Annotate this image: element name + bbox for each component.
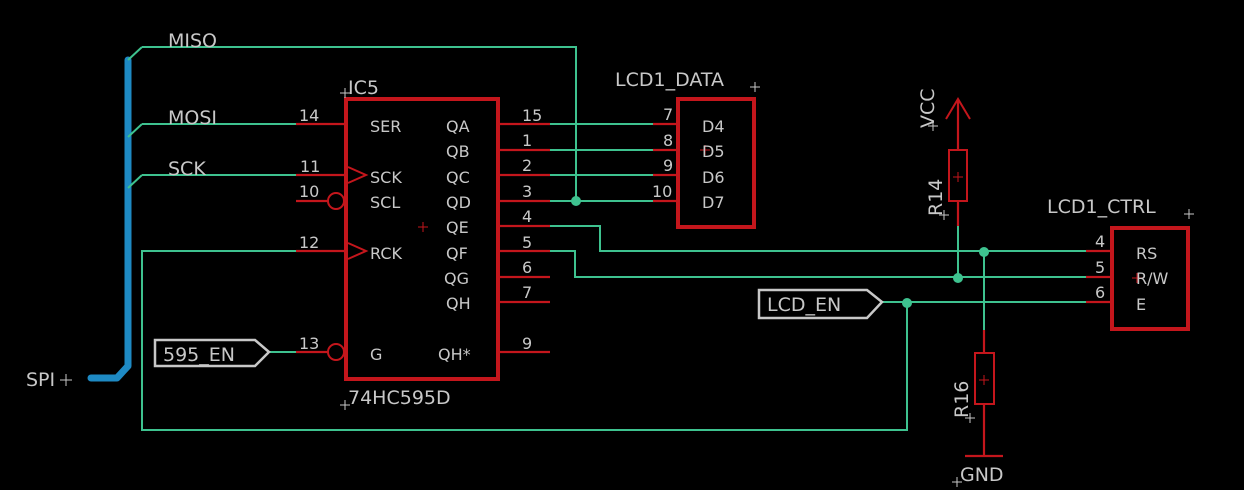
lcd1-data-pin-name-d4: D4 xyxy=(702,117,725,136)
lcd1-data-ref: LCD1_DATA xyxy=(615,69,724,91)
lcd1-data-pin-num-8: 8 xyxy=(663,131,673,150)
vcc-arrow-icon xyxy=(945,97,971,120)
gnd-label: GND xyxy=(960,464,1004,486)
ic5-pin-name-ser: SER xyxy=(370,117,401,136)
lcd1-ctrl-pin-num-4: 4 xyxy=(1095,232,1105,251)
lcd1-data-pin-name-d5: D5 xyxy=(702,142,725,161)
junction-lcd-en xyxy=(902,298,912,308)
net-label-595-en-text: 595_EN xyxy=(163,344,235,366)
lcd1-data-connector[interactable] xyxy=(653,97,756,229)
ic5-pin-num-1: 1 xyxy=(522,131,532,150)
ic5-pin-num-3: 3 xyxy=(522,182,532,201)
lcd1-data-pin-num-9: 9 xyxy=(663,156,673,175)
wire-qe-rs[interactable] xyxy=(550,225,1086,252)
ic5-pin-num-11: 11 xyxy=(300,157,320,176)
ic5-pin-num-12: 12 xyxy=(299,233,319,252)
ic5-pin-num-4: 4 xyxy=(522,207,532,226)
lcd1-data-pin-name-d6: D6 xyxy=(702,168,725,187)
lcd1-data-pin-num-7: 7 xyxy=(663,105,673,124)
lcd1-data-pin-num-10: 10 xyxy=(652,182,672,201)
junction-miso-qd xyxy=(571,196,581,206)
net-label-sck: SCK xyxy=(168,158,206,180)
ic5-pin-name-qb: QB xyxy=(446,142,470,161)
ic5-pin-num-2: 2 xyxy=(522,156,532,175)
lcd1-ctrl-pin-name-rw: R/W xyxy=(1136,269,1169,288)
ic5-pin-name-qc: QC xyxy=(446,168,470,187)
junction-rw-r14 xyxy=(953,273,963,283)
r16-ref-marker xyxy=(965,413,975,423)
ic5-pin-name-g: G xyxy=(370,345,382,364)
resistor-r16[interactable] xyxy=(974,330,995,456)
lcd1-data-pin-name-d7: D7 xyxy=(702,193,725,212)
ic5-ref: IC5 xyxy=(348,77,379,99)
vcc-marker xyxy=(928,121,938,131)
wire-qf-rw[interactable] xyxy=(550,250,1086,278)
ic5-pin-num-5: 5 xyxy=(522,233,532,252)
ic5-74hc595d[interactable] xyxy=(296,97,550,381)
ic5-pin-num-13: 13 xyxy=(299,334,319,353)
r14-ref-marker xyxy=(939,210,949,220)
lcd1-ctrl-pin-num-5: 5 xyxy=(1095,258,1105,277)
lcd1-data-ref-marker xyxy=(750,82,760,92)
resistor-r14[interactable] xyxy=(948,100,968,226)
ic5-pin-num-9: 9 xyxy=(522,334,532,353)
r14-ref: R14 xyxy=(925,179,947,216)
ic5-value: 74HC595D xyxy=(348,387,451,409)
vcc-label: VCC xyxy=(917,88,939,128)
lcd1-ctrl-ref: LCD1_CTRL xyxy=(1047,196,1156,218)
spi-bus[interactable] xyxy=(87,46,143,382)
ic5-ref-marker xyxy=(340,88,350,98)
net-label-lcd-en[interactable]: LCD_EN xyxy=(757,288,884,320)
lcd1-ctrl-connector[interactable] xyxy=(1086,226,1190,331)
lcd1-ctrl-pin-name-rs: RS xyxy=(1136,244,1157,263)
ic5-pin-name-qe: QE xyxy=(446,218,469,237)
ic5-pin-name-qg: QG xyxy=(444,269,469,288)
ic5-pin-name-qh-star: QH* xyxy=(438,345,471,364)
ic5-value-marker xyxy=(340,400,350,410)
ic5-pin-num-6: 6 xyxy=(522,258,532,277)
gnd-marker xyxy=(952,477,962,487)
ic5-pin-num-7: 7 xyxy=(522,283,532,302)
lcd1-ctrl-pin-name-e: E xyxy=(1136,295,1146,314)
junction-rs-r16 xyxy=(979,247,989,257)
ic5-pin-name-qd: QD xyxy=(446,193,471,212)
net-label-miso: MISO xyxy=(168,30,217,52)
ic5-pin-name-rck: RCK xyxy=(370,244,402,263)
ic5-pin-name-qa: QA xyxy=(446,117,470,136)
lcd1-ctrl-ref-marker xyxy=(1184,209,1194,219)
net-label-lcd-en-text: LCD_EN xyxy=(767,294,841,316)
spi-origin-marker xyxy=(60,374,72,386)
ic5-pin-num-14: 14 xyxy=(299,106,319,125)
ic5-pin-num-15: 15 xyxy=(522,106,542,125)
net-label-595-en[interactable]: 595_EN xyxy=(153,338,271,368)
wire-rck-lcd-en[interactable] xyxy=(141,250,908,431)
ic5-pin-name-qh: QH xyxy=(446,294,471,313)
ic5-pin-name-sck: SCK xyxy=(370,168,402,187)
ic5-pin-name-scl: SCL xyxy=(370,193,400,212)
spi-bus-label: SPI xyxy=(26,369,55,391)
ic5-pin-name-qf: QF xyxy=(446,244,468,263)
r16-ref: R16 xyxy=(951,381,973,418)
lcd1-ctrl-pin-num-6: 6 xyxy=(1095,283,1105,302)
net-label-mosi: MOSI xyxy=(168,107,217,129)
ic5-pin-num-10: 10 xyxy=(299,182,319,201)
